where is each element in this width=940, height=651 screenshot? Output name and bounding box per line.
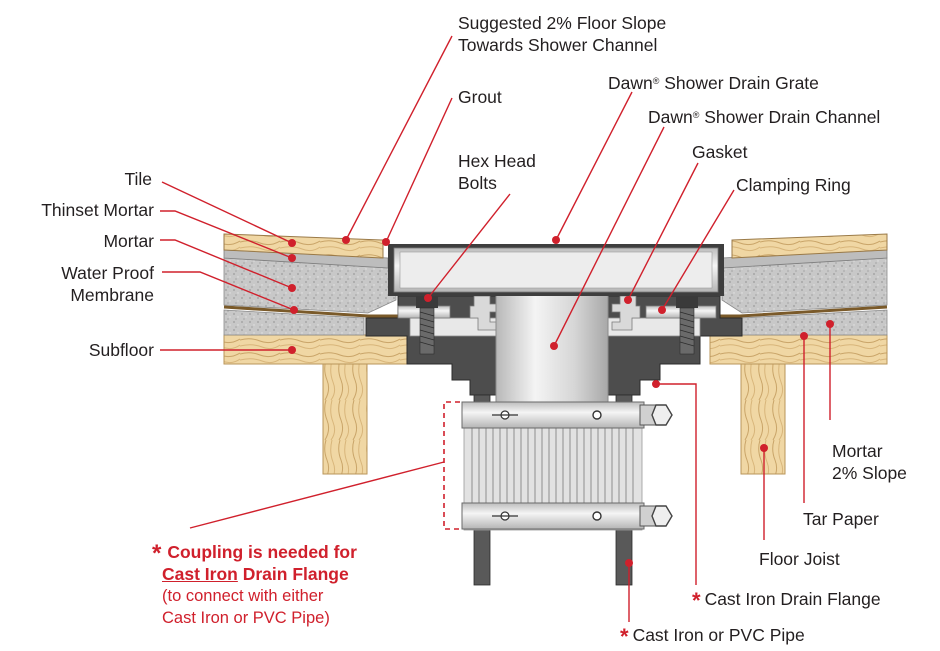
label-pipe: *Cast Iron or PVC Pipe	[620, 624, 805, 649]
label-mortar: Mortar	[103, 231, 154, 251]
leader-mortar	[160, 239, 293, 289]
membrane-left	[223, 305, 398, 318]
hex-bolt-right	[676, 296, 698, 355]
leader-grout	[385, 97, 453, 243]
leader-channel	[553, 126, 665, 347]
label-tar-paper: Tar Paper	[803, 509, 879, 529]
leader-hex-bolts	[427, 193, 511, 299]
coupling-bracket	[443, 401, 460, 530]
leader-coupling	[189, 461, 445, 529]
hex-bolt-left	[416, 296, 438, 355]
label-hex-bolts: Hex Head Bolts	[458, 151, 536, 193]
lower-mortar-left	[223, 309, 365, 336]
leader-flange	[656, 383, 697, 585]
leader-membrane	[162, 271, 295, 311]
label-grout: Grout	[458, 87, 502, 107]
leader-dots	[288, 236, 834, 567]
label-subfloor: Subfloor	[88, 340, 154, 360]
label-gasket: Gasket	[692, 142, 748, 162]
label-floor-slope: Suggested 2% Floor Slope Towards Shower …	[458, 13, 667, 55]
leader-clamping-ring	[661, 189, 735, 311]
label-coupling-note: *Coupling is needed for Cast Iron Drain …	[152, 540, 357, 628]
tile-right	[731, 233, 888, 259]
label-cast-iron-flange: *Cast Iron Drain Flange	[692, 588, 881, 613]
label-tile: Tile	[124, 169, 152, 189]
floor-joist-left	[322, 361, 368, 475]
leader-floor-slope	[345, 35, 453, 241]
floor-joist-right	[740, 361, 786, 475]
gasket	[469, 295, 641, 331]
label-grate: Dawn® Shower Drain Grate	[608, 73, 819, 93]
leader-gasket	[627, 162, 699, 301]
coupling	[461, 401, 673, 531]
label-floor-joist: Floor Joist	[759, 549, 840, 569]
subfloor-right	[709, 334, 888, 365]
leader-thinset	[160, 210, 293, 259]
label-clamping-ring: Clamping Ring	[736, 175, 851, 195]
label-channel: Dawn® Shower Drain Channel	[648, 107, 881, 127]
leader-lines	[160, 35, 831, 622]
drain-grate	[388, 244, 724, 296]
label-mortar-slope: Mortar 2% Slope	[832, 441, 907, 483]
leader-tile	[161, 181, 293, 244]
leader-grate	[555, 91, 633, 241]
label-thinset: Thinset Mortar	[41, 200, 154, 220]
label-membrane: Water Proof Membrane	[61, 263, 154, 305]
